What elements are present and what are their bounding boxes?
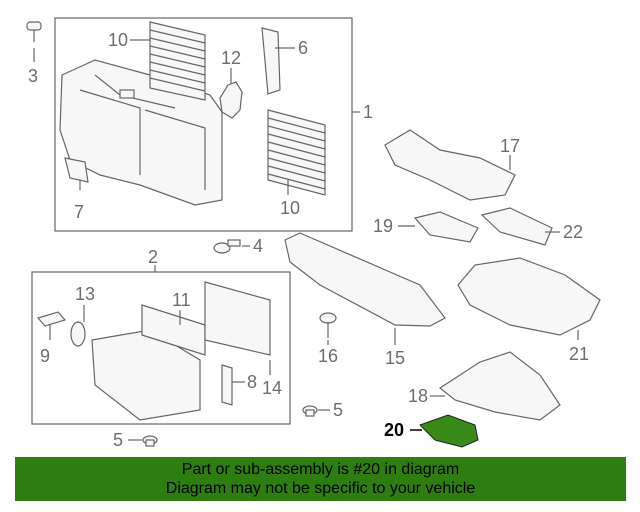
bolt-part-5-right <box>302 405 318 417</box>
seal-part-12 <box>219 81 243 119</box>
shield-part-22 <box>480 207 553 246</box>
assembly-box-1 <box>54 17 353 232</box>
callout-3: 3 <box>28 66 38 86</box>
highlighted-part-20 <box>419 414 479 448</box>
callout-5-right: 5 <box>333 400 343 420</box>
callout-15: 15 <box>385 348 405 368</box>
callout-10-upper: 10 <box>108 30 128 50</box>
shield-part-19 <box>413 211 479 243</box>
radiator-support <box>59 59 223 206</box>
bracket-part-6 <box>261 27 281 95</box>
callout-1: 1 <box>363 102 373 122</box>
trim-part-7 <box>64 157 89 183</box>
clip-part-3 <box>26 21 42 62</box>
callout-7: 7 <box>74 202 84 222</box>
callout-20: 20 <box>384 420 404 440</box>
shutter-part-11 <box>141 304 206 356</box>
leader-lines <box>49 39 579 441</box>
banner-line-2: Diagram may not be specific to your vehi… <box>165 480 476 497</box>
shutter-part-10-upper <box>149 21 206 101</box>
bracket-part-9 <box>36 311 67 327</box>
bolt-part-5-lower <box>142 435 158 447</box>
callout-9: 9 <box>40 346 50 366</box>
frame-part-14 <box>204 281 271 356</box>
callout-21: 21 <box>569 344 589 364</box>
callout-8: 8 <box>247 372 257 392</box>
cover-part-15 <box>284 232 446 327</box>
callout-16: 16 <box>318 346 338 366</box>
callout-17: 17 <box>500 136 520 156</box>
seal-part-13 <box>70 321 86 347</box>
bracket-part-8 <box>221 364 233 406</box>
callout-14: 14 <box>262 378 282 398</box>
info-banner: Part or sub-assembly is #20 in diagram D… <box>15 457 626 501</box>
callout-10-lower: 10 <box>280 198 300 218</box>
banner-line-1: Part or sub-assembly is #20 in diagram <box>181 461 460 478</box>
callout-5-lower: 5 <box>113 430 123 450</box>
callout-2: 2 <box>148 247 158 267</box>
bracket-part-17 <box>384 129 516 201</box>
callout-4: 4 <box>253 236 263 256</box>
pin-part-16 <box>319 312 337 338</box>
pin-part-4 <box>213 239 241 254</box>
under-shield-part-21 <box>457 257 601 336</box>
parts-diagram: 1 2 3 4 5 5 6 7 8 9 10 10 11 12 13 14 15… <box>26 17 601 450</box>
callout-12: 12 <box>221 48 241 68</box>
callout-18: 18 <box>408 386 428 406</box>
callout-13: 13 <box>75 284 95 304</box>
assembly-box-2 <box>31 271 291 425</box>
callout-6: 6 <box>298 38 308 58</box>
under-shield-part-18 <box>438 351 561 421</box>
callout-22: 22 <box>563 222 583 242</box>
callout-11: 11 <box>172 290 191 310</box>
callout-19: 19 <box>373 216 393 236</box>
shutter-part-10-lower <box>267 109 326 196</box>
